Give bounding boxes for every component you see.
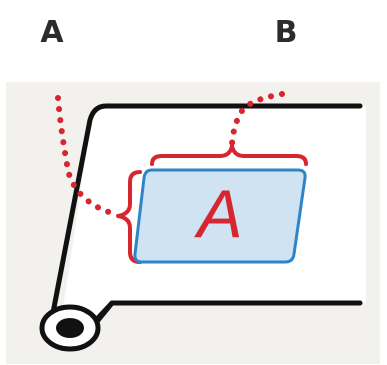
label-b: B: [274, 15, 298, 50]
diagram-illustration: [6, 82, 380, 364]
paper-roll-icon: [39, 301, 114, 352]
label-a: A: [40, 15, 64, 50]
card-letter: A: [197, 176, 243, 252]
dotted-guide-a: [55, 95, 119, 217]
blue-card: [133, 168, 307, 264]
left-brace: [116, 170, 142, 264]
diagram-panel: A: [6, 82, 380, 364]
top-brace: [150, 144, 308, 166]
paper-top-edge: [49, 103, 363, 321]
